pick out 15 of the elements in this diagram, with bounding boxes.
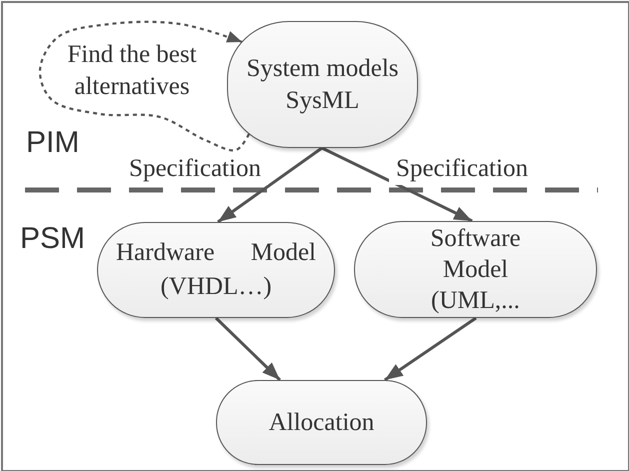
arrow xyxy=(217,146,323,224)
rounded-box xyxy=(216,380,427,465)
rounded-box xyxy=(354,221,597,318)
arrow xyxy=(38,20,250,152)
rounded-box xyxy=(227,21,418,148)
arrow xyxy=(214,316,281,382)
rounded-box xyxy=(97,222,335,318)
node-text: System models SysML xyxy=(245,54,400,116)
layer-label: PSM xyxy=(20,224,86,254)
arrow xyxy=(321,146,473,222)
node-text: Software Model (UML,... xyxy=(429,224,522,316)
node-text: Hardware Model (VHDL…) xyxy=(116,238,316,302)
node-text: Allocation xyxy=(268,408,376,438)
layer-label: PIM xyxy=(26,128,80,158)
arrow xyxy=(384,316,477,382)
